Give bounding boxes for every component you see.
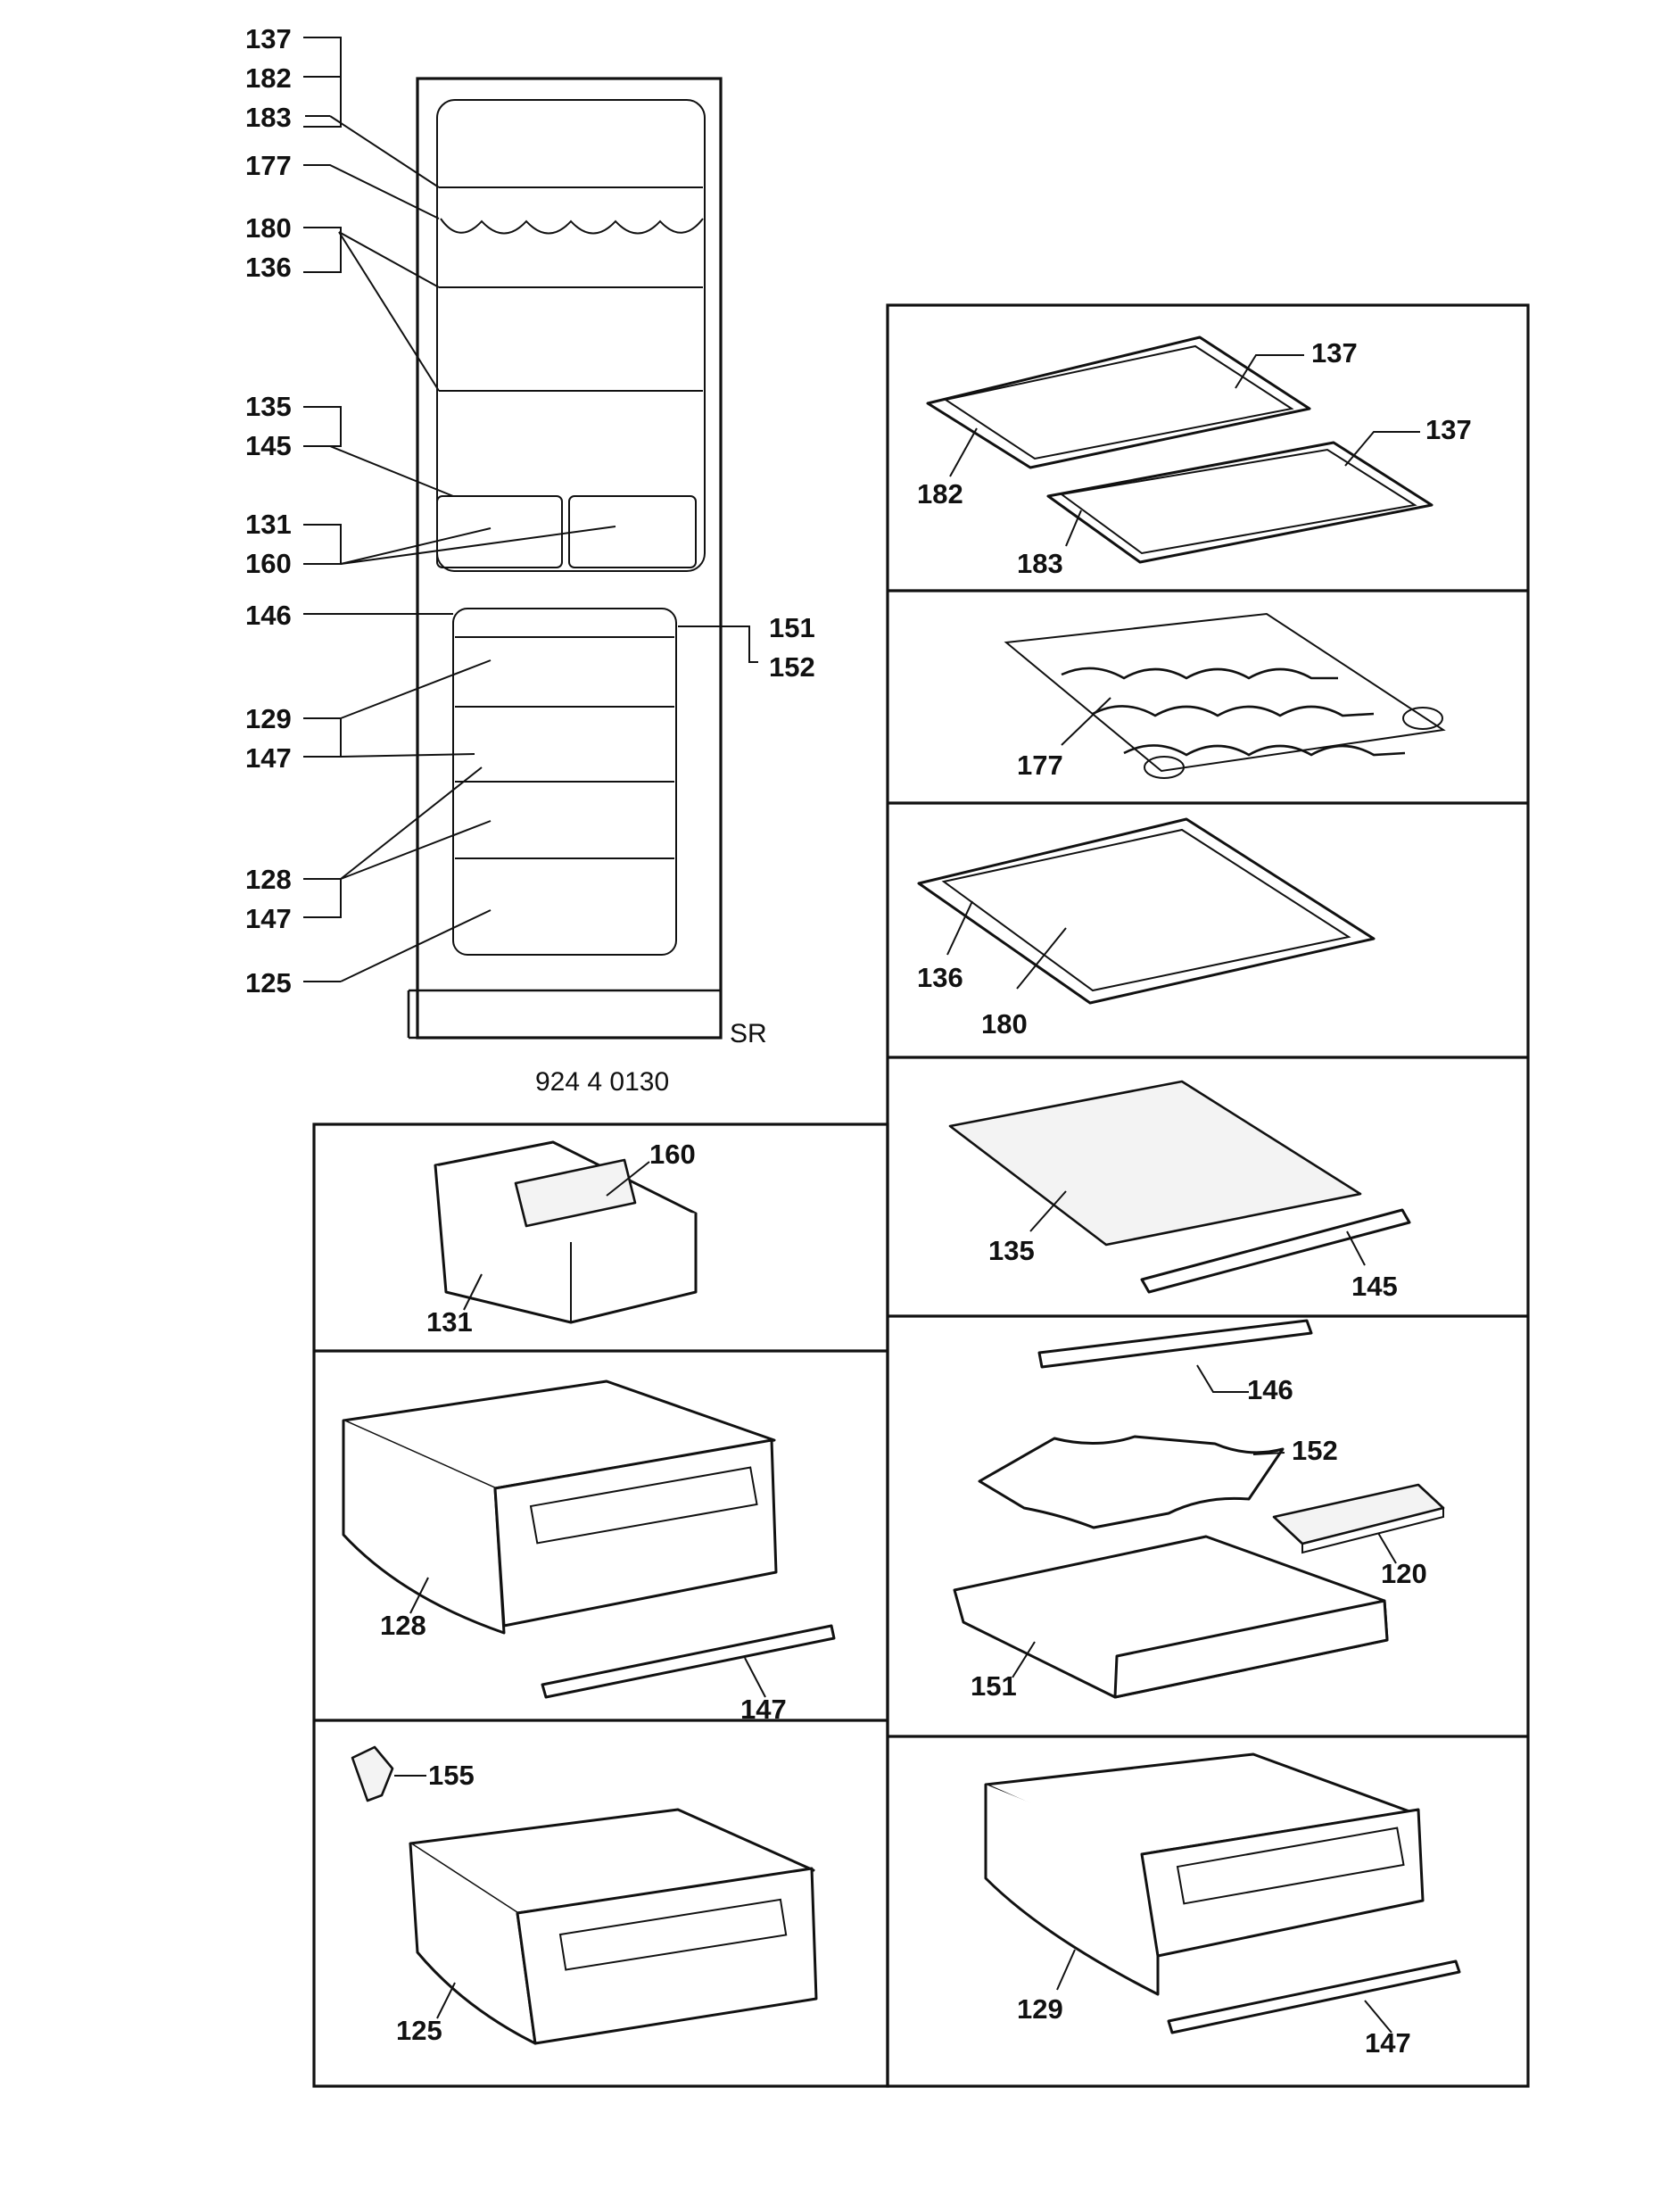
drawer-leader [436, 1982, 456, 2019]
drawer-leader [409, 1577, 429, 1614]
label-128: 128 [245, 864, 292, 895]
crisper-drawer-icon [953, 1319, 1389, 1699]
label-183: 183 [1017, 548, 1063, 579]
box-leader [463, 1273, 483, 1311]
label-180: 180 [981, 1008, 1028, 1040]
label-151: 151 [769, 612, 815, 643]
label-147: 147 [245, 742, 292, 774]
label-160: 160 [245, 548, 292, 579]
crisper-drawer-icon [409, 1808, 818, 2045]
right-panel-frames [886, 303, 1530, 2088]
plate-leader [1029, 1190, 1067, 1232]
label-136: 136 [245, 252, 292, 283]
label-151: 151 [971, 1670, 1017, 1702]
label-152: 152 [1292, 1435, 1338, 1466]
handle-leader [1364, 2000, 1392, 2034]
label-131: 131 [426, 1306, 473, 1338]
crisper-drawer-icon [984, 1752, 1461, 2034]
clip-icon [351, 1745, 394, 1802]
drawing-number: 924 4 0130 [535, 1067, 669, 1097]
label-135: 135 [245, 391, 292, 422]
label-129: 129 [1017, 1993, 1063, 2025]
label-182: 182 [917, 478, 963, 510]
crisper-drawer-icon [434, 1140, 698, 1324]
rack-leader [1061, 697, 1111, 746]
tray-leader [1377, 1532, 1397, 1564]
bar-leader [1196, 1364, 1249, 1393]
glass-shelf-icon [948, 1080, 1411, 1294]
label-137: 137 [245, 23, 292, 54]
label-137: 137 [1311, 337, 1358, 369]
label-152: 152 [769, 651, 815, 683]
label-147: 147 [740, 1694, 787, 1725]
label-146: 146 [1247, 1374, 1293, 1405]
wine-rack-icon [1004, 612, 1446, 779]
drawer-leader [1012, 1641, 1036, 1678]
trim-leader [1346, 1230, 1366, 1266]
ice-tray-icon [1272, 1483, 1445, 1554]
label-177: 177 [1017, 750, 1063, 781]
label-128: 128 [380, 1610, 426, 1641]
label-137: 137 [1425, 414, 1472, 445]
handle-leader [744, 1657, 766, 1698]
label-155: 155 [428, 1760, 475, 1791]
plate-leader [1252, 1452, 1285, 1455]
shelf-leaders [949, 354, 1420, 547]
label-160: 160 [649, 1139, 696, 1170]
label-182: 182 [245, 62, 292, 94]
label-147: 147 [245, 903, 292, 934]
label-136: 136 [917, 962, 963, 993]
crisper-drawer-icon [342, 1379, 836, 1699]
label-131: 131 [245, 509, 292, 540]
label-125: 125 [396, 2015, 442, 2046]
label-125: 125 [245, 967, 292, 998]
label-135: 135 [988, 1235, 1035, 1266]
divider-leader [606, 1161, 650, 1197]
glass-shelf-icon [926, 336, 1434, 564]
label-145: 145 [245, 430, 292, 461]
label-147: 147 [1365, 2027, 1411, 2059]
drawer-leader [1056, 1949, 1076, 1991]
label-146: 146 [245, 600, 292, 631]
cabinet-labels: 137 182 183 177 180 136 135 145 131 160 … [245, 23, 815, 1097]
shelf-leader [1016, 927, 1067, 990]
label-183: 183 [245, 102, 292, 133]
label-145: 145 [1351, 1271, 1398, 1302]
refrigerator-outline-icon [407, 77, 723, 1040]
shelf-leader [946, 900, 973, 956]
label-177: 177 [245, 150, 292, 181]
label-180: 180 [245, 212, 292, 244]
glass-shelf-icon [917, 817, 1376, 1005]
cabinet-leaders [303, 37, 758, 982]
left-panel-frames [312, 1123, 889, 2088]
drawing-suffix: SR [730, 1019, 767, 1048]
label-120: 120 [1381, 1558, 1427, 1589]
label-129: 129 [245, 703, 292, 734]
